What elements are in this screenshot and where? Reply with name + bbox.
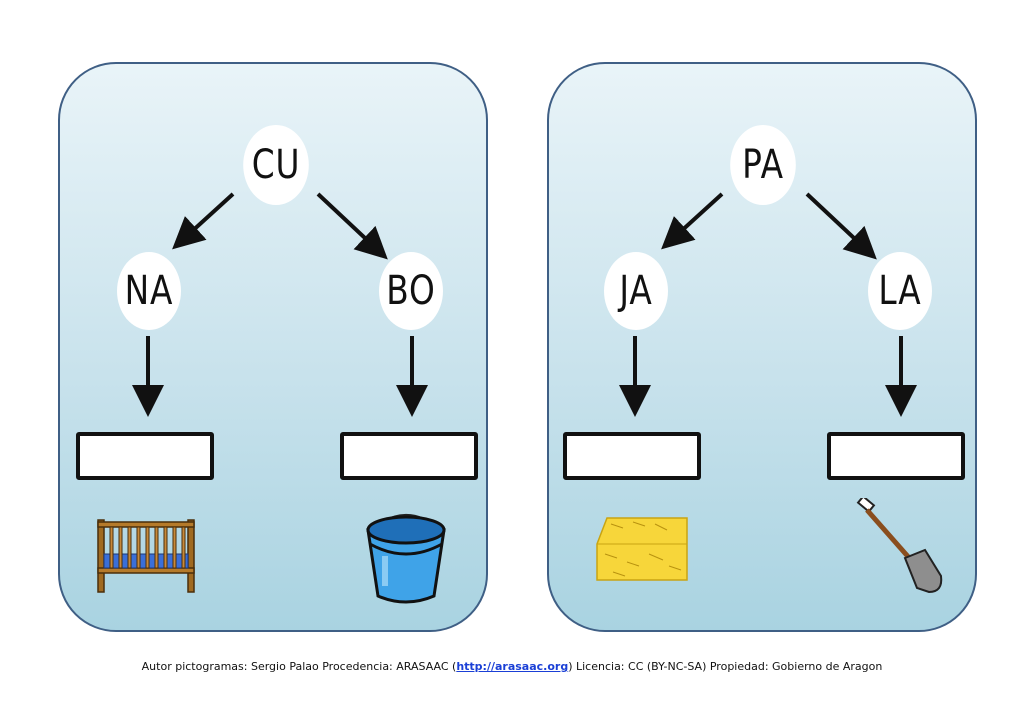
- syllable-right: BO: [379, 252, 443, 330]
- answer-box-right[interactable]: [340, 432, 478, 480]
- answer-box-right[interactable]: [827, 432, 965, 480]
- syllable-card-cu: CU NA BO: [58, 62, 488, 632]
- syllable-left: JA: [604, 252, 668, 330]
- shovel-icon: [856, 498, 943, 594]
- answer-box-left[interactable]: [563, 432, 701, 480]
- crib-icon: [97, 519, 195, 593]
- arasaac-link[interactable]: http://arasaac.org: [456, 660, 569, 673]
- arrows: [132, 192, 428, 417]
- syllable-right: LA: [868, 252, 932, 330]
- hay-bale-icon: [596, 517, 688, 581]
- syllable-card-pa: PA JA LA: [547, 62, 977, 632]
- syllable-top: CU: [243, 125, 309, 205]
- answer-box-left[interactable]: [76, 432, 214, 480]
- syllable-left: NA: [117, 252, 181, 330]
- arrows: [619, 192, 917, 417]
- syllable-top: PA: [730, 125, 796, 205]
- credit-prefix: Autor pictogramas: Sergio Palao Proceden…: [141, 660, 457, 673]
- bucket-icon: [366, 514, 446, 604]
- credit-line: Autor pictogramas: Sergio Palao Proceden…: [0, 660, 1024, 673]
- credit-suffix: ) Licencia: CC (BY-NC-SA) Propiedad: Gob…: [568, 660, 883, 673]
